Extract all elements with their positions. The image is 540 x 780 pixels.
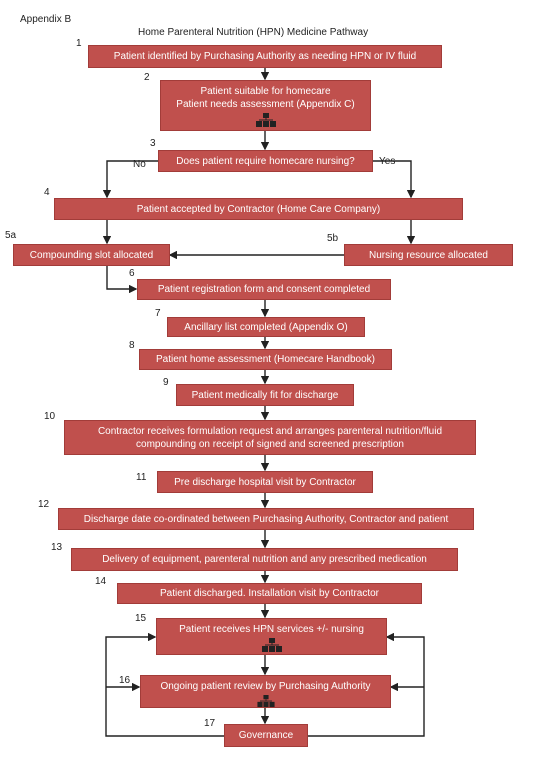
step-10-label-line2: compounding on receipt of signed and scr…: [136, 438, 404, 450]
step-4-number: 4: [44, 187, 50, 198]
step-12-number: 12: [38, 499, 50, 510]
step-3-box: Does patient require homecare nursing?: [158, 150, 373, 172]
step-4-label: Patient accepted by Contractor (Home Car…: [136, 203, 381, 215]
step-7-number: 7: [155, 308, 161, 319]
hierarchy-icon: [256, 695, 276, 707]
step-11-box: Pre discharge hospital visit by Contract…: [157, 471, 373, 493]
step-17-box: Governance: [224, 724, 308, 747]
step-14-label: Patient discharged. Installation visit b…: [160, 588, 379, 599]
step-11-label: Pre discharge hospital visit by Contract…: [174, 476, 356, 488]
appendix-label: Appendix B: [20, 14, 72, 25]
step-12-box: Discharge date co-ordinated between Purc…: [58, 508, 474, 530]
step-8-number: 8: [129, 340, 135, 351]
hierarchy-icon: [261, 638, 282, 652]
step-12-label: Discharge date co-ordinated between Purc…: [83, 513, 449, 525]
step-13-box: Delivery of equipment, parenteral nutrit…: [71, 548, 458, 571]
step-17-label: Governance: [238, 730, 294, 741]
yes-label: Yes: [379, 156, 396, 167]
step-4-box: Patient accepted by Contractor (Home Car…: [54, 198, 463, 220]
step-8-label: Patient home assessment (Homecare Handbo…: [156, 354, 375, 365]
step-2-label-line2: Patient needs assessment (Appendix C): [176, 99, 355, 110]
step-10-label-line1: Contractor receives formulation request …: [97, 425, 443, 437]
step-5b-number: 5b: [327, 233, 339, 244]
step-13-label: Delivery of equipment, parenteral nutrit…: [102, 554, 427, 565]
step-5a-number: 5a: [5, 230, 17, 241]
step-11-number: 11: [136, 472, 147, 483]
step-16-label: Ongoing patient review by Purchasing Aut…: [160, 681, 371, 692]
step-15-box: Patient receives HPN services +/- nursin…: [156, 618, 387, 655]
step-14-number: 14: [95, 576, 107, 587]
hierarchy-icon: [255, 113, 276, 127]
step-5a-label: Compounding slot allocated: [29, 249, 154, 261]
step-5b-box: Nursing resource allocated: [344, 244, 513, 266]
step-10-number: 10: [44, 411, 56, 422]
step-13-number: 13: [51, 542, 63, 553]
step-16-number: 16: [119, 675, 131, 686]
step-1-box: Patient identified by Purchasing Authori…: [88, 45, 442, 68]
step-9-number: 9: [163, 377, 169, 388]
step-5a-box: Compounding slot allocated: [13, 244, 170, 266]
step-7-label: Ancillary list completed (Appendix O): [184, 321, 348, 333]
step-7-box: Ancillary list completed (Appendix O): [167, 317, 365, 337]
step-2-number: 2: [144, 72, 150, 83]
step-2-label-line1: Patient suitable for homecare: [200, 86, 331, 97]
step-16-box: Ongoing patient review by Purchasing Aut…: [140, 675, 391, 708]
step-9-box: Patient medically fit for discharge: [176, 384, 354, 406]
step-2-box: Patient suitable for homecare Patient ne…: [160, 80, 371, 131]
step-9-label: Patient medically fit for discharge: [191, 389, 339, 401]
no-label: No: [133, 159, 146, 170]
step-3-number: 3: [150, 138, 156, 149]
step-6-label: Patient registration form and consent co…: [157, 284, 371, 295]
step-5b-label: Nursing resource allocated: [369, 249, 488, 261]
step-1-number: 1: [76, 38, 82, 49]
step-14-box: Patient discharged. Installation visit b…: [117, 583, 422, 604]
step-17-number: 17: [204, 718, 216, 729]
step-6-number: 6: [129, 268, 135, 279]
step-15-number: 15: [135, 613, 147, 624]
step-6-box: Patient registration form and consent co…: [137, 279, 391, 300]
step-15-label: Patient receives HPN services +/- nursin…: [179, 624, 364, 635]
step-8-box: Patient home assessment (Homecare Handbo…: [139, 349, 392, 370]
step-3-label: Does patient require homecare nursing?: [176, 155, 355, 167]
page-title: Home Parenteral Nutrition (HPN) Medicine…: [138, 27, 369, 38]
step-1-label: Patient identified by Purchasing Authori…: [113, 51, 417, 62]
step-10-box: Contractor receives formulation request …: [64, 420, 476, 455]
